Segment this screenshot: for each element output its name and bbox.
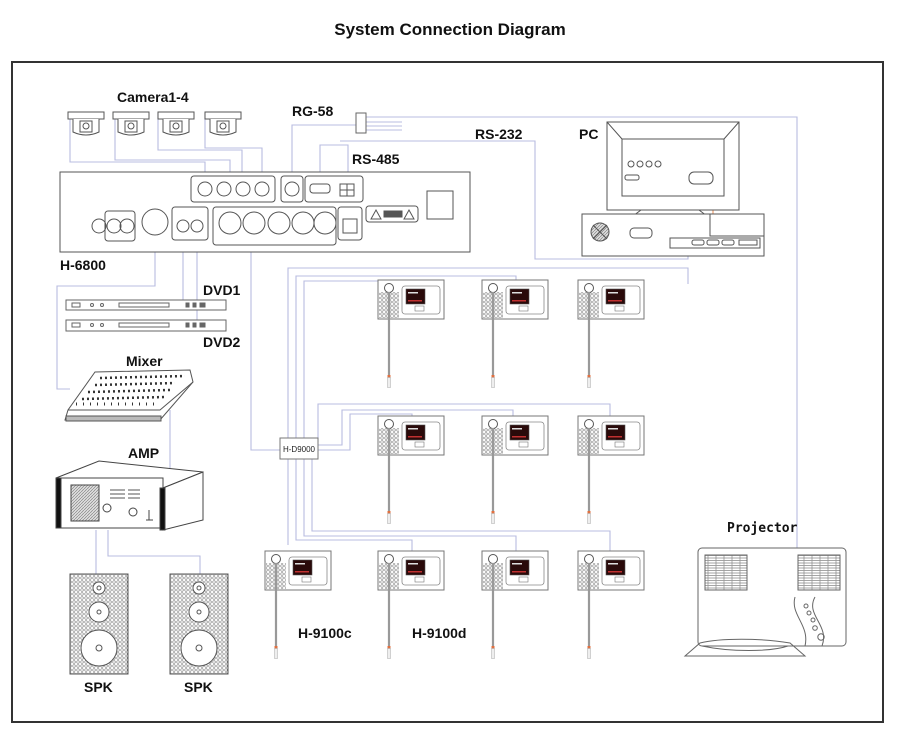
row2-loop-a bbox=[317, 403, 611, 442]
projector-cable bbox=[366, 116, 798, 548]
conference-unit-8 bbox=[377, 550, 445, 659]
rs232-label: RS-232 bbox=[475, 126, 523, 142]
conference-unit-4 bbox=[377, 415, 445, 524]
camera-cable-2 bbox=[114, 113, 231, 178]
rs485-label: RS-485 bbox=[352, 151, 400, 167]
projector bbox=[683, 547, 847, 657]
spk-right-label: SPK bbox=[184, 679, 213, 695]
camera-1 bbox=[67, 111, 105, 136]
camera-cable-4 bbox=[204, 113, 263, 180]
delegate-unit-label: H-9100d bbox=[412, 625, 466, 641]
amp-label: AMP bbox=[128, 445, 159, 461]
main-to-switch-cable bbox=[250, 240, 280, 451]
conference-unit-3 bbox=[577, 279, 645, 388]
amplifier bbox=[55, 460, 204, 531]
camera-2 bbox=[112, 111, 150, 136]
speaker-right bbox=[169, 573, 229, 675]
row1-loop-a bbox=[287, 267, 689, 442]
row2-loop-c bbox=[318, 413, 413, 451]
h6800-main-unit bbox=[59, 171, 471, 253]
chairman-unit-label: H-9100c bbox=[298, 625, 352, 641]
conference-units bbox=[264, 279, 645, 659]
mixer-cable bbox=[56, 240, 156, 390]
camera-4 bbox=[204, 111, 242, 136]
diagram-frame bbox=[11, 61, 884, 723]
dvd1-player bbox=[65, 299, 227, 311]
rs485-cable bbox=[319, 144, 349, 180]
h6800-label: H-6800 bbox=[60, 257, 106, 273]
pc-label: PC bbox=[579, 126, 598, 142]
row3-loop-c bbox=[303, 459, 517, 552]
camera-3 bbox=[157, 111, 195, 136]
conference-unit-5 bbox=[481, 415, 549, 524]
cameras-label: Camera1-4 bbox=[117, 89, 189, 105]
camera-cable-1 bbox=[69, 113, 206, 180]
diagram-title: System Connection Diagram bbox=[334, 20, 566, 39]
conference-unit-7 bbox=[264, 550, 332, 659]
conference-unit-1 bbox=[377, 279, 445, 388]
mixer-label: Mixer bbox=[126, 353, 163, 369]
conference-unit-10 bbox=[577, 550, 645, 659]
conference-unit-9 bbox=[481, 550, 549, 659]
rg58-splitter bbox=[355, 112, 367, 134]
rg58-cable bbox=[291, 124, 356, 180]
speaker-left bbox=[69, 573, 129, 675]
h-d9000-switch bbox=[279, 437, 319, 460]
rg58-splitter-lines bbox=[366, 121, 402, 131]
dvd1-label: DVD1 bbox=[203, 282, 241, 298]
projector-label: Projector bbox=[727, 521, 798, 536]
h-d9000-label: H-D9000 bbox=[283, 445, 316, 454]
conference-unit-6 bbox=[577, 415, 645, 524]
row3-loop-d bbox=[311, 459, 611, 552]
spk-left-label: SPK bbox=[84, 679, 113, 695]
mixer bbox=[64, 369, 194, 422]
row2-loop-b bbox=[318, 409, 514, 446]
camera-group bbox=[67, 111, 242, 136]
dvd2-player bbox=[65, 319, 227, 332]
row3-loop-b bbox=[295, 459, 413, 552]
dvd2-label: DVD2 bbox=[203, 334, 241, 350]
rg58-label: RG-58 bbox=[292, 103, 333, 119]
camera-cable-3 bbox=[157, 113, 243, 180]
spk-right-cable bbox=[107, 530, 201, 574]
pc-computer bbox=[581, 121, 765, 257]
conference-unit-2 bbox=[481, 279, 549, 388]
